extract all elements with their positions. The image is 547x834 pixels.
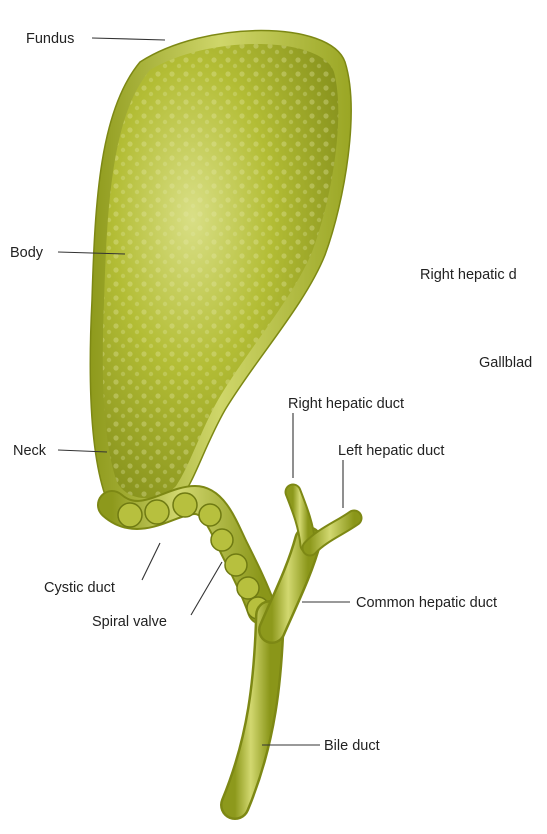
bile-duct-label: Bile duct xyxy=(324,738,380,754)
common-hepatic-duct-label: Common hepatic duct xyxy=(356,595,497,611)
spiral-valve-label: Spiral valve xyxy=(92,614,167,630)
cystic-duct-label: Cystic duct xyxy=(44,580,115,596)
right-hepatic-duct-label: Right hepatic duct xyxy=(288,396,404,412)
cropped-gallbladder-label: Gallblad xyxy=(479,355,532,371)
neck-label: Neck xyxy=(13,443,47,459)
left-hepatic-duct-label: Left hepatic duct xyxy=(338,443,444,459)
cropped-right-hepatic-label: Right hepatic d xyxy=(420,267,517,283)
body-label: Body xyxy=(10,245,44,261)
fundus-leader xyxy=(92,38,165,40)
cystic-duct-leader xyxy=(142,543,160,580)
spiral-valve-leader xyxy=(191,562,222,615)
cystic-duct-shape xyxy=(112,493,269,619)
fundus-label: Fundus xyxy=(26,31,74,47)
